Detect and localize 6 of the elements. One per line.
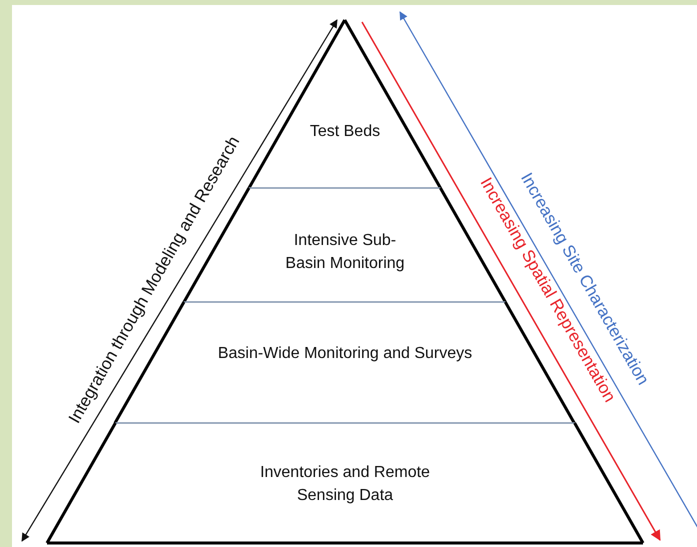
pyramid-tier: [46, 422, 644, 544]
pyramid-tier: [248, 19, 442, 189]
tier-label: Basin-Wide Monitoring and Surveys: [216, 344, 474, 364]
tier-label: Intensive Sub-Basin Monitoring: [284, 231, 406, 274]
tier-label: Test Beds: [308, 122, 382, 142]
tier-label: Inventories and Remote Sensing Data: [259, 463, 431, 506]
